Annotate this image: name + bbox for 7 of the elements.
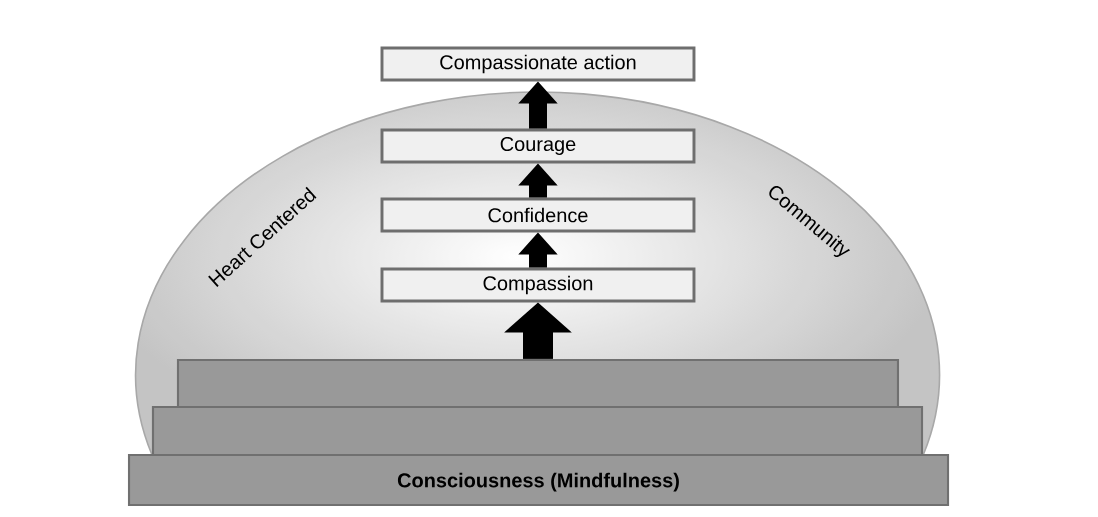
step-bar (151, 405, 924, 457)
label-box: Compassion (380, 267, 696, 303)
label-box: Compassionate action (380, 46, 696, 82)
step-bar: Consciousness (Mindfulness) (127, 453, 950, 507)
step-bar (176, 358, 900, 409)
label-box: Confidence (380, 197, 696, 233)
label-box: Courage (380, 128, 696, 164)
